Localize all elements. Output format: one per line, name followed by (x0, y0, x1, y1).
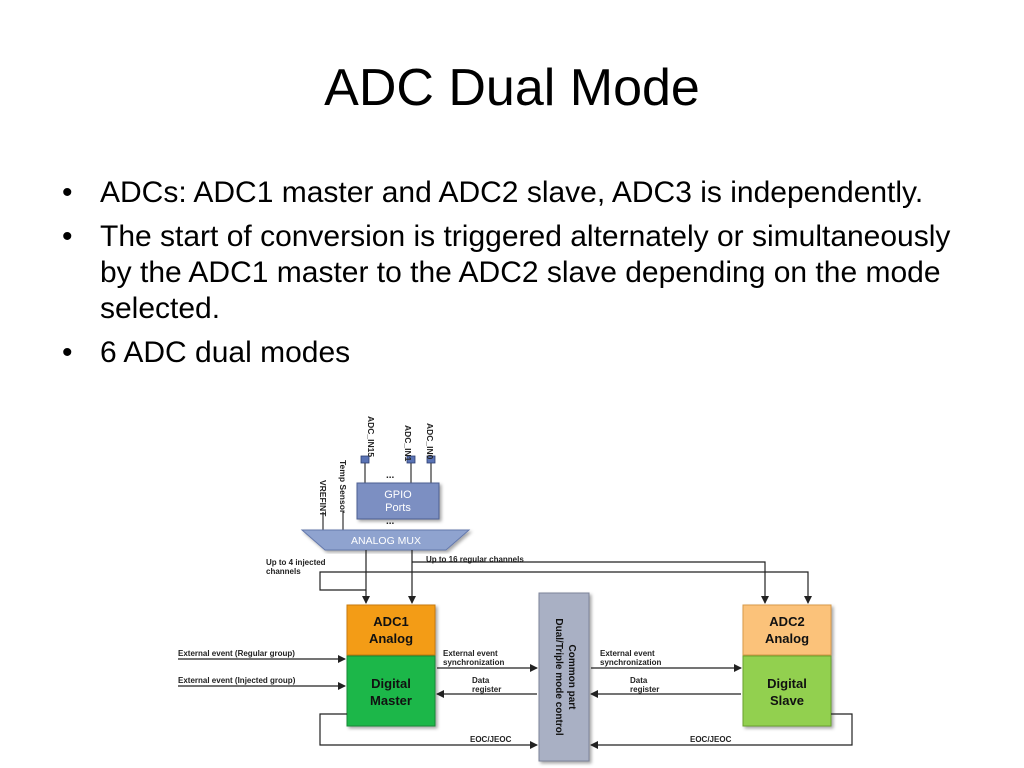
digital-master-block (346, 655, 436, 727)
adc2-analog-block (742, 604, 832, 656)
bullet-dot: • (62, 176, 73, 209)
bullet-item: • 6 ADC dual modes (62, 335, 982, 371)
bullet-text: 6 ADC dual modes (100, 336, 351, 369)
dual-triple-mode-label: Dual/Triple mode control (553, 618, 564, 735)
ext-sync-label-left-2: synchronization (443, 658, 504, 667)
gpio-label: GPIO (384, 489, 412, 501)
adc2-label: ADC2 (769, 614, 804, 629)
analog-mux-label: ANALOG MUX (351, 535, 421, 547)
ext-sync-label-left-1: External event (443, 649, 498, 658)
signal-arrows (178, 655, 853, 749)
gpio-ports-block (356, 482, 440, 520)
regular-channels-label: Up to 16 regular channels (426, 555, 524, 564)
bullet-dot: • (62, 336, 73, 369)
gpio-ellipsis: ... (386, 516, 395, 527)
ext-event-injected-label: External event (Injected group) (178, 676, 296, 685)
adc1-analog-block (346, 604, 436, 656)
digital-slave-label-1: Digital (767, 676, 807, 691)
data-register-label-left-2: register (472, 685, 501, 694)
adc1-analog-label: Analog (369, 631, 413, 646)
adc-in1-label: ADC_IN1 (403, 425, 413, 462)
common-part-label: Common part (566, 645, 577, 711)
data-register-label-right-1: Data (630, 676, 648, 685)
bullet-text: ADCs: ADC1 master and ADC2 slave, ADC3 i… (100, 176, 924, 209)
bullet-item: • ADCs: ADC1 master and ADC2 slave, ADC3 … (62, 175, 982, 211)
injected-channels-label-1: Up to 4 injected (266, 558, 326, 567)
bullet-item: • The start of conversion is triggered al… (62, 219, 982, 327)
eoc-label-right: EOC/JEOC (690, 735, 732, 744)
common-part-block (538, 592, 590, 762)
bullet-dot: • (62, 220, 73, 253)
slide-title: ADC Dual Mode (324, 59, 700, 117)
injected-channels-label-2: channels (266, 567, 301, 576)
adc-in15-label: ADC_IN15 (366, 416, 376, 457)
temp-sensor-label: Temp Sensor (338, 460, 348, 514)
inputs-ellipsis: ... (386, 470, 395, 481)
vrefint-label: VREFINT (318, 480, 328, 517)
ext-sync-label-right-2: synchronization (600, 658, 661, 667)
gpio-ports-label: Ports (385, 502, 411, 514)
digital-master-label-1: Digital (371, 676, 411, 691)
adc-in0-label: ADC_IN0 (425, 423, 435, 460)
eoc-label-left: EOC/JEOC (470, 735, 512, 744)
bullet-text: The start of conversion is triggered alt… (100, 220, 951, 325)
digital-slave-block (742, 655, 832, 727)
data-register-label-right-2: register (630, 685, 659, 694)
data-register-label-left-1: Data (472, 676, 490, 685)
bullet-list: • ADCs: ADC1 master and ADC2 slave, ADC3 … (62, 175, 982, 379)
adc1-label: ADC1 (373, 614, 408, 629)
channel-lines (319, 550, 812, 604)
digital-master-label-2: Master (370, 693, 412, 708)
digital-slave-label-2: Slave (770, 693, 804, 708)
ext-sync-label-right-1: External event (600, 649, 655, 658)
adc2-analog-label: Analog (765, 631, 809, 646)
input-pins (322, 455, 436, 530)
ext-event-regular-label: External event (Regular group) (178, 649, 295, 658)
analog-mux-block (300, 529, 471, 551)
